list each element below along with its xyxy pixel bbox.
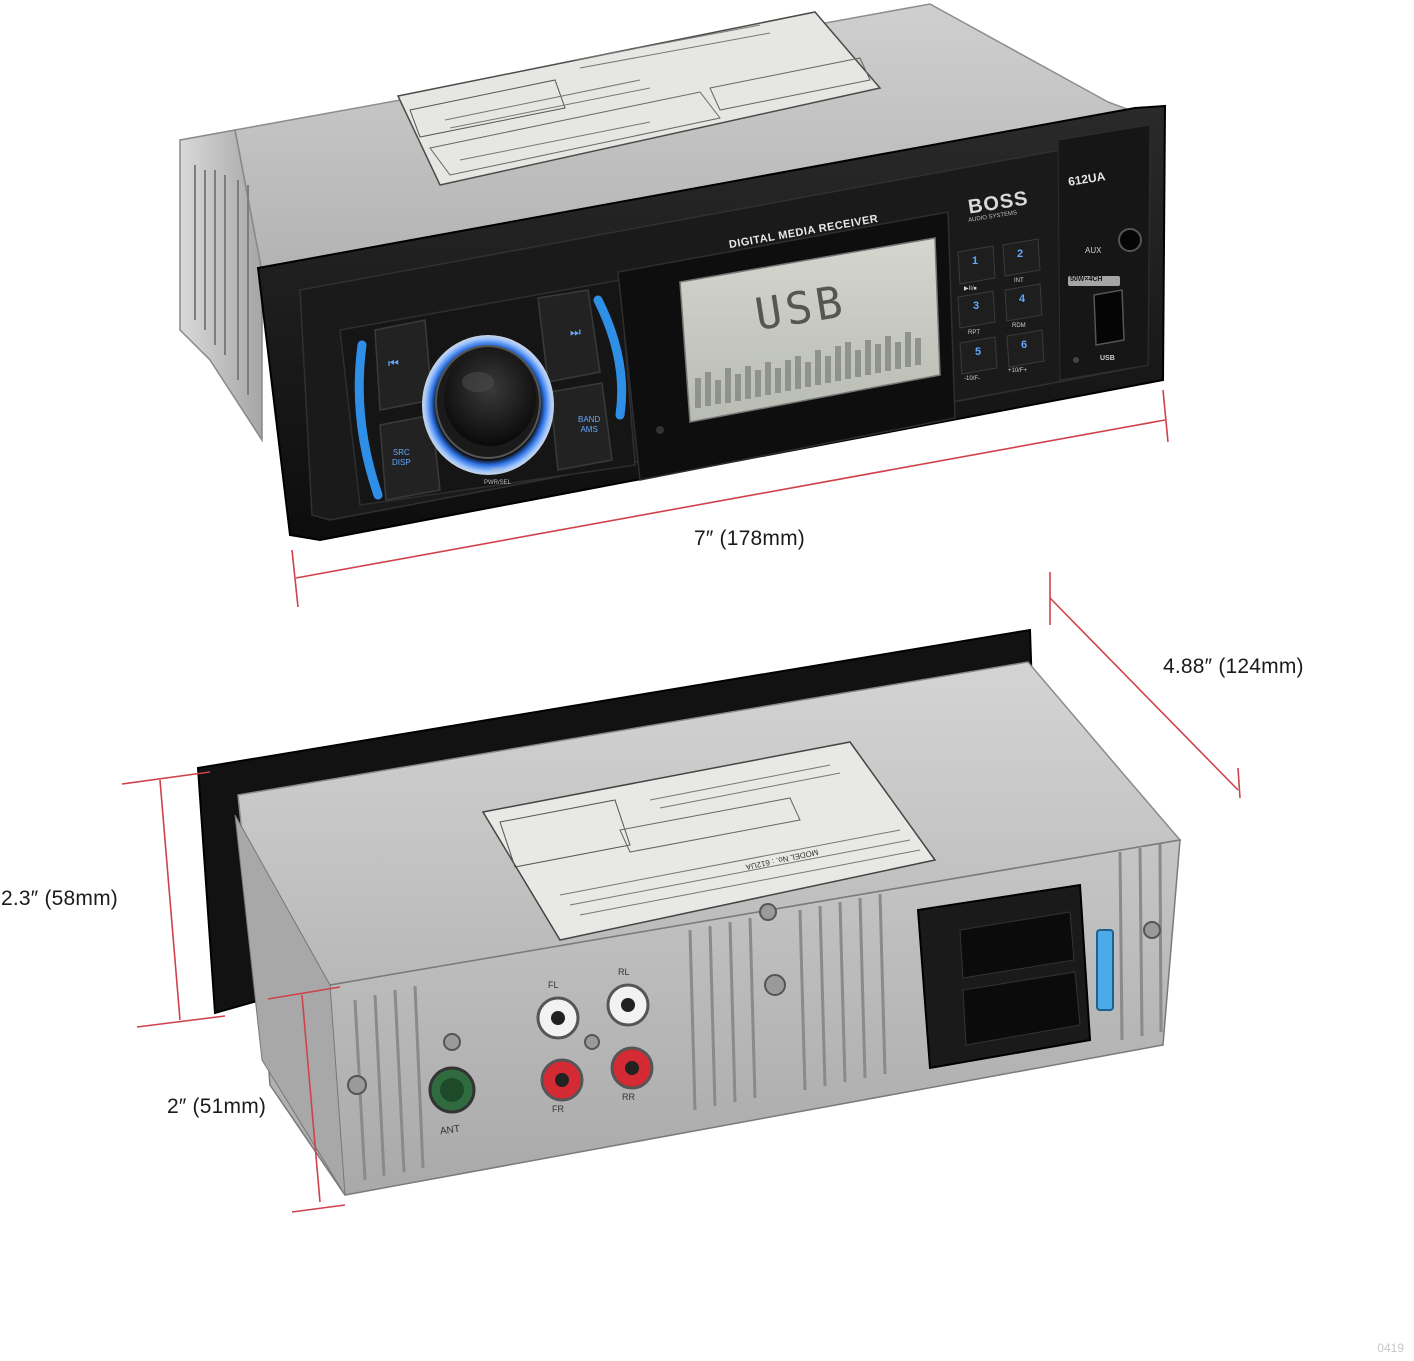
usb-port[interactable] (1093, 289, 1125, 346)
ir-sensor (656, 426, 664, 434)
preset-5-button[interactable] (959, 336, 998, 375)
preset-buttons (957, 238, 1045, 375)
rca-jack-fl[interactable] (536, 996, 580, 1040)
depth-dimension-label: 4.88″ (124mm) (1163, 655, 1304, 678)
depth-end-bottom (1237, 767, 1241, 799)
antenna-jack[interactable] (428, 1066, 476, 1114)
depth-dimension-line (1049, 597, 1239, 791)
src-disp-button[interactable] (379, 414, 441, 501)
band-ams-button[interactable] (549, 382, 613, 471)
fuse (1096, 929, 1114, 1011)
faceplate-height-line (159, 779, 181, 1021)
next-track-button[interactable] (537, 289, 601, 383)
width-dimension-label: 7″ (178mm) (694, 527, 805, 550)
rca-jack-rr[interactable] (610, 1046, 654, 1090)
reset-hole (1073, 357, 1079, 363)
rca-jack-rl[interactable] (606, 983, 650, 1027)
screws (347, 903, 1161, 1095)
rca-jack-fr[interactable] (540, 1058, 584, 1102)
volume-knob[interactable] (422, 335, 554, 475)
width-end-left (291, 549, 299, 608)
aux-jack[interactable] (1118, 228, 1142, 252)
lcd-equalizer-bars (695, 332, 921, 408)
top-label-sticker (396, 11, 882, 186)
iso-harness-connector[interactable] (916, 883, 1092, 1070)
chassis-height-top-tick (267, 986, 341, 1000)
preset-4-button[interactable] (1004, 283, 1043, 322)
faceplate-height-top-tick (121, 771, 211, 785)
chassis-height-line (301, 994, 321, 1203)
power-badge-bg (1068, 276, 1120, 286)
faceplate-height-bottom-tick (136, 1015, 226, 1028)
width-end-right (1162, 389, 1169, 443)
chassis-height-label: 2″ (51mm) (167, 1095, 267, 1118)
heatsink-fins (353, 843, 1163, 1181)
preset-2-button[interactable] (1002, 238, 1041, 277)
rear-label-sticker (481, 741, 937, 941)
preset-3-button[interactable] (957, 290, 996, 329)
lcd-display (617, 211, 956, 481)
preset-1-button[interactable] (957, 245, 996, 285)
faceplate-height-label: 2.3″ (58mm) (1, 887, 118, 910)
preset-6-button[interactable] (1006, 329, 1045, 368)
left-blue-accent (354, 340, 383, 500)
aux-usb-panel (1057, 124, 1151, 381)
front-chassis-top (179, 3, 1138, 443)
chassis-height-bottom-tick (291, 1204, 346, 1213)
corner-code: 0419 (1377, 1341, 1404, 1355)
width-dimension-line (295, 419, 1166, 579)
right-blue-accent (593, 295, 627, 420)
